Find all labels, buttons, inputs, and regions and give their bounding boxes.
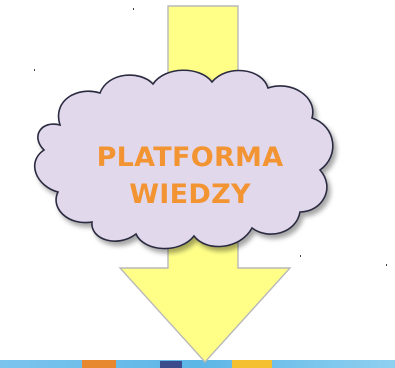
cloud-shape-group (33, 69, 334, 250)
stray-mark (300, 255, 301, 257)
bottom-band-yellow-figure (232, 360, 272, 368)
bottom-band (0, 360, 395, 368)
stray-mark (386, 264, 387, 266)
cloud (33, 69, 334, 250)
bottom-image-strip (0, 360, 395, 368)
stray-mark (133, 8, 134, 10)
bottom-band-orange-figure (82, 360, 116, 368)
cloud-label-line-1: PLATFORMA (97, 142, 284, 173)
stray-mark (34, 69, 35, 71)
cloud-label-line-2: WIEDZY (129, 179, 251, 210)
bottom-band-navy-figure (160, 361, 182, 368)
